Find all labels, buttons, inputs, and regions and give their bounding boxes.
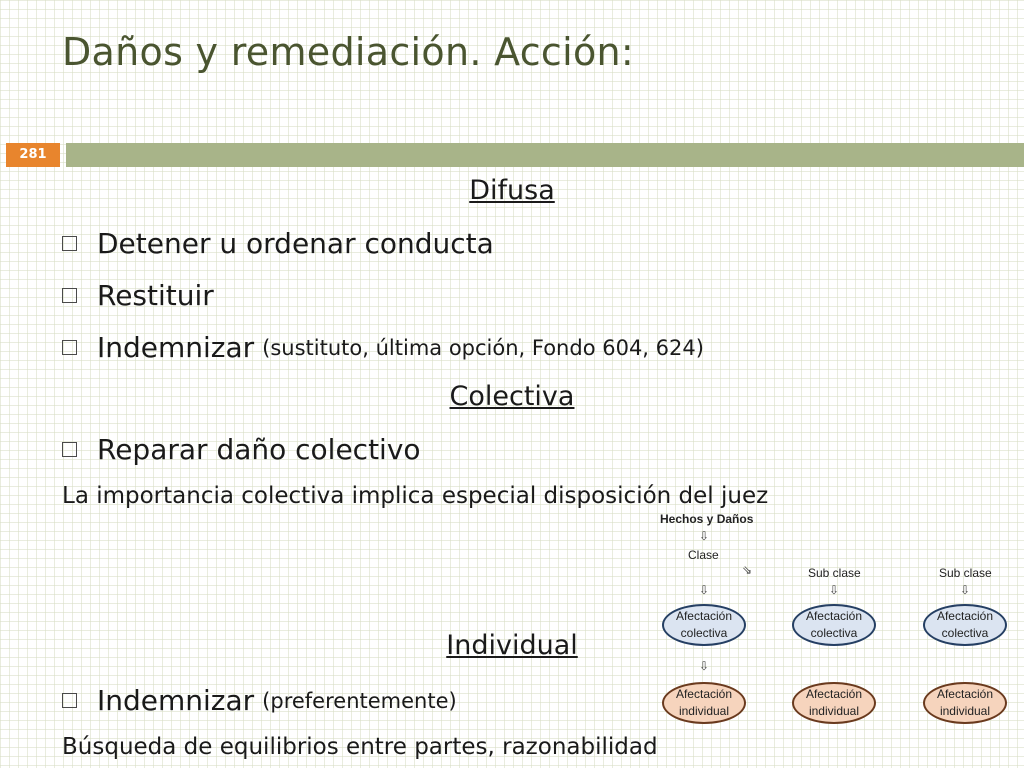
note-colectiva: La importancia colectiva implica especia… — [62, 483, 769, 509]
heading-difusa: Difusa — [469, 175, 555, 206]
bullet-aside: (preferentemente) — [262, 688, 457, 713]
bullet-text: Reparar daño colectivo — [97, 433, 421, 466]
diagram-title: Hechos y Daños — [660, 512, 754, 526]
node-afectacion-individual: Afectación individual — [792, 682, 876, 724]
bullet-square-icon — [62, 340, 77, 355]
node-line: individual — [808, 704, 860, 718]
node-afectacion-individual: Afectación individual — [662, 682, 746, 724]
bullet-square-icon — [62, 693, 77, 708]
arrow-down-icon: ⇩ — [829, 583, 840, 597]
arrow-diagonal-icon: ⇘ — [742, 563, 753, 577]
node-line: colectiva — [680, 626, 728, 640]
arrow-down-icon: ⇩ — [699, 529, 710, 543]
node-line: Afectación — [675, 609, 733, 623]
arrow-down-icon: ⇩ — [699, 583, 710, 597]
bullet-square-icon — [62, 236, 77, 251]
diagram-subclass-label: Sub clase — [939, 566, 992, 580]
node-afectacion-colectiva: Afectación colectiva — [662, 604, 746, 646]
heading-individual: Individual — [446, 630, 578, 661]
heading-colectiva: Colectiva — [449, 381, 575, 412]
bullet-text: Restituir — [97, 279, 214, 312]
bullet-square-icon — [62, 288, 77, 303]
diagram-subclass-label: Sub clase — [808, 566, 861, 580]
node-line: Afectación — [805, 609, 863, 623]
node-line: individual — [678, 704, 730, 718]
node-line: colectiva — [941, 626, 989, 640]
bullet-square-icon — [62, 442, 77, 457]
node-line: Afectación — [936, 609, 994, 623]
page-number-badge: 281 — [6, 143, 60, 167]
bullet-text: Detener u ordenar conducta — [97, 227, 494, 260]
bullet-detener: Detener u ordenar conducta — [62, 227, 494, 260]
bullet-indemnizar-individual: Indemnizar (preferentemente) — [62, 684, 457, 717]
arrow-down-icon: ⇩ — [960, 583, 971, 597]
diagram-class-label: Clase — [688, 548, 719, 562]
note-individual: Búsqueda de equilibrios entre partes, ra… — [62, 734, 658, 760]
node-line: colectiva — [810, 626, 858, 640]
node-line: Afectación — [936, 687, 994, 701]
node-line: Afectación — [675, 687, 733, 701]
bullet-text: Indemnizar — [97, 684, 255, 717]
node-line: individual — [939, 704, 991, 718]
bullet-reparar: Reparar daño colectivo — [62, 433, 421, 466]
bullet-restituir: Restituir — [62, 279, 214, 312]
bullet-indemnizar-difusa: Indemnizar (sustituto, última opción, Fo… — [62, 331, 704, 364]
bullet-text: Indemnizar — [97, 331, 255, 364]
node-line: Afectación — [805, 687, 863, 701]
node-afectacion-individual: Afectación individual — [923, 682, 1007, 724]
bullet-aside: (sustituto, última opción, Fondo 604, 62… — [262, 335, 704, 360]
arrow-down-icon: ⇩ — [699, 659, 710, 673]
node-afectacion-colectiva: Afectación colectiva — [923, 604, 1007, 646]
header-band — [66, 143, 1024, 167]
node-afectacion-colectiva: Afectación colectiva — [792, 604, 876, 646]
slide-title: Daños y remediación. Acción: — [62, 30, 634, 74]
